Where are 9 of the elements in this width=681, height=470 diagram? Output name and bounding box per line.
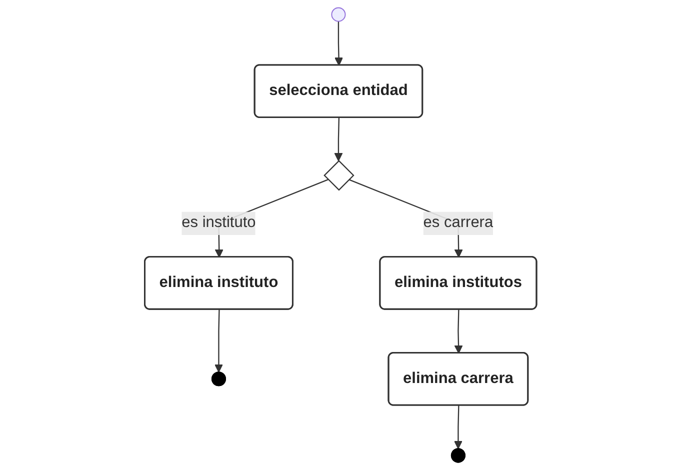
edge-label: es carrera: [423, 214, 493, 232]
arrow: [454, 406, 462, 450]
arrow: [334, 21, 343, 66]
arrow: [214, 310, 223, 372]
edge-label: es instituto: [182, 214, 256, 232]
node-circle: [331, 7, 346, 22]
arrow: [454, 310, 463, 354]
node-diamond: [323, 160, 354, 191]
arrow: [334, 118, 343, 162]
